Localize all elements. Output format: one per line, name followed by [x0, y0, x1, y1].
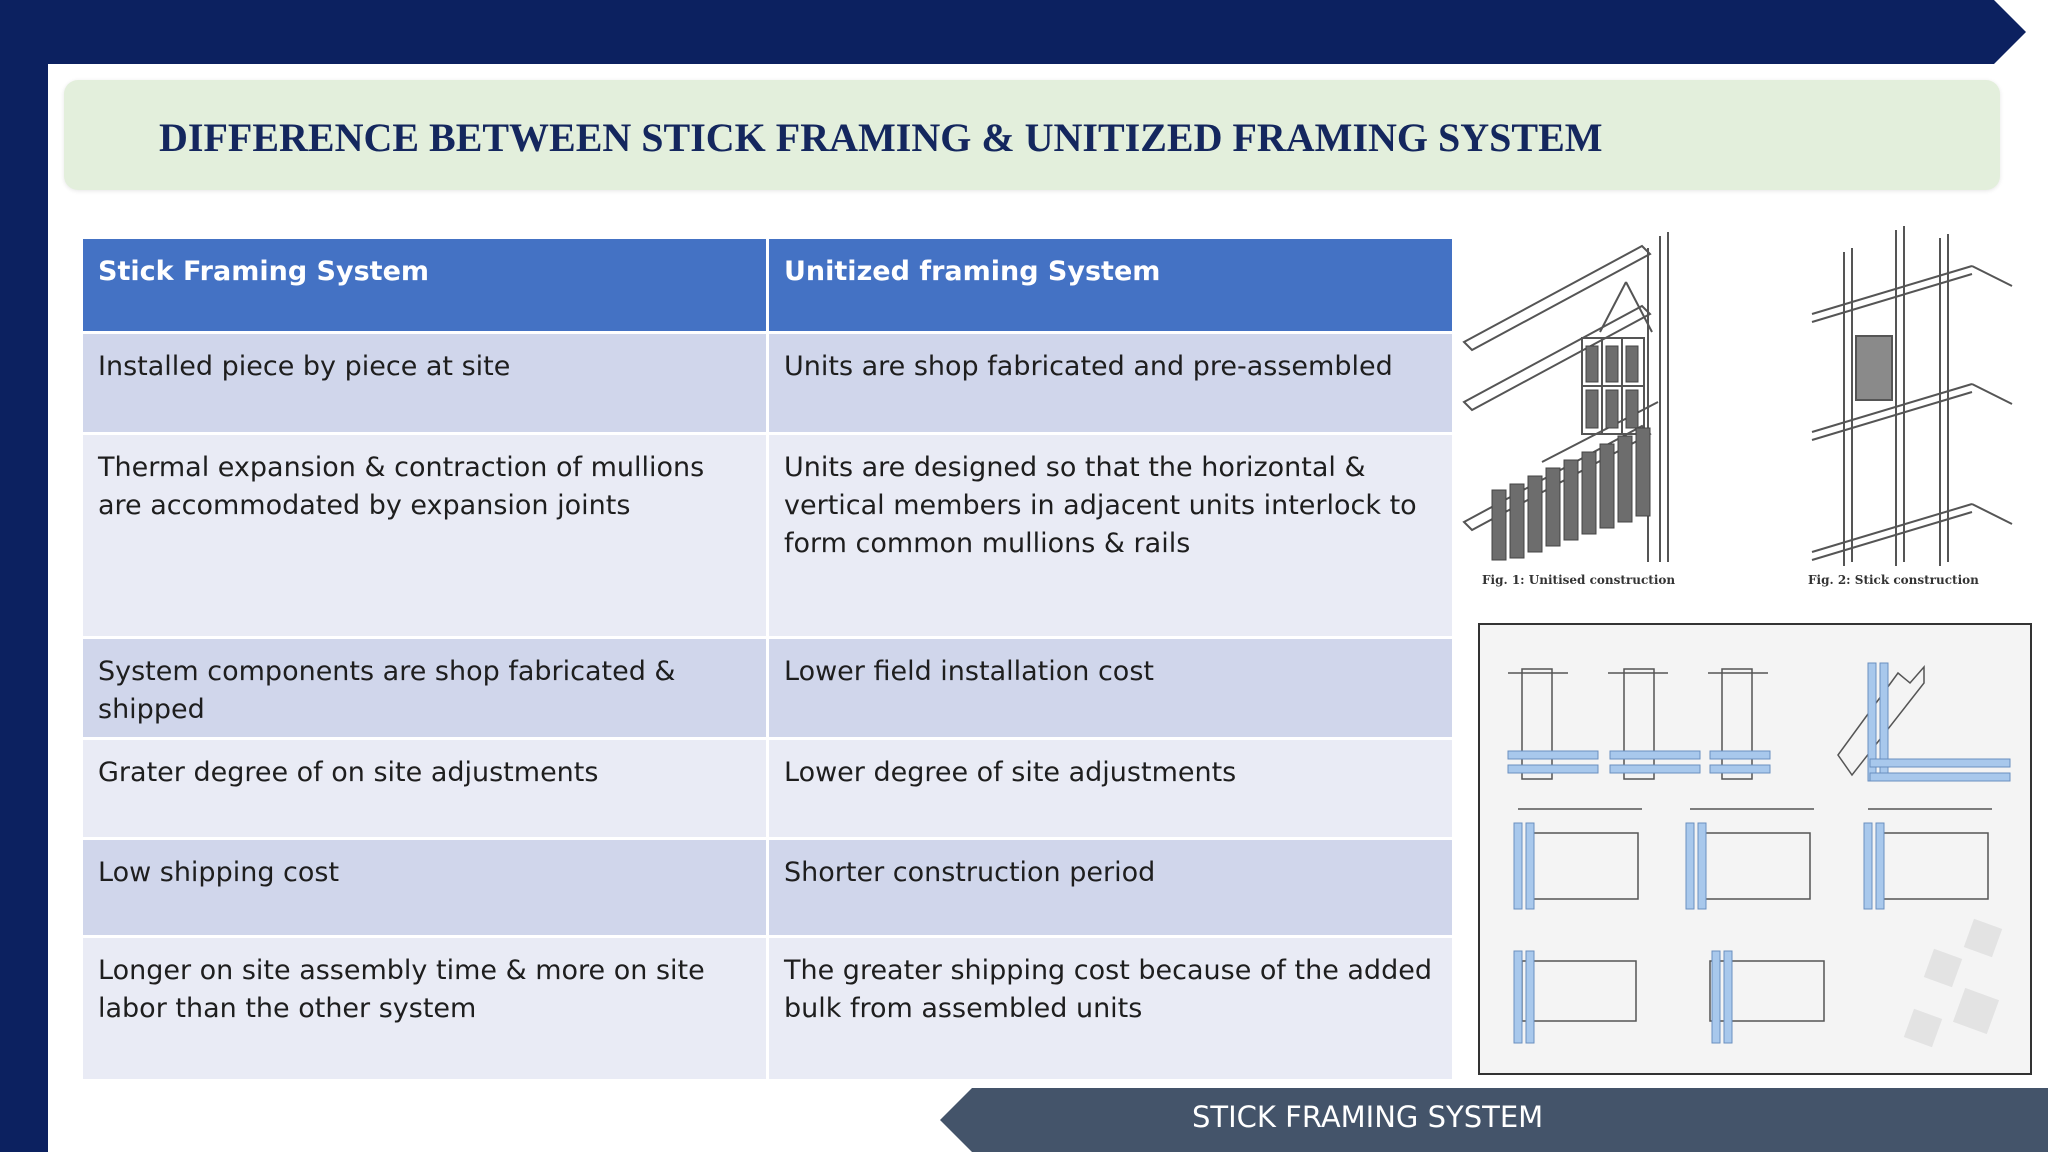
table-row: Longer on site assembly time & more on s…	[83, 938, 1452, 1079]
table-cell: Thermal expansion & contraction of mulli…	[83, 435, 766, 636]
header-stick: Stick Framing System	[83, 239, 766, 331]
table-cell: Units are designed so that the horizonta…	[769, 435, 1452, 636]
table-cell: Installed piece by piece at site	[83, 334, 766, 432]
table-cell: Lower field installation cost	[769, 639, 1452, 737]
mullion-section-details	[1478, 623, 2032, 1075]
left-banner	[0, 0, 48, 1152]
table-row: Thermal expansion & contraction of mulli…	[83, 435, 1452, 636]
table-row: Low shipping cost Shorter construction p…	[83, 840, 1452, 935]
construction-diagram: Fig. 1: Unitised construction Fig. 2: St…	[1462, 226, 2013, 587]
slide-title: DIFFERENCE BETWEEN STICK FRAMING & UNITI…	[159, 115, 1603, 160]
table-header-row: Stick Framing System Unitized framing Sy…	[83, 239, 1452, 331]
table-cell: The greater shipping cost because of the…	[769, 938, 1452, 1079]
title-box: DIFFERENCE BETWEEN STICK FRAMING & UNITI…	[64, 80, 2000, 190]
table-row: Installed piece by piece at site Units a…	[83, 334, 1452, 432]
stick-construction-sketch	[1811, 226, 2013, 566]
table-row: System components are shop fabricated & …	[83, 639, 1452, 737]
table-cell: Units are shop fabricated and pre-assemb…	[769, 334, 1452, 432]
footer-label: STICK FRAMING SYSTEM	[1192, 1100, 1544, 1134]
top-banner	[0, 0, 2026, 64]
table-cell: Low shipping cost	[83, 840, 766, 935]
table-cell: System components are shop fabricated & …	[83, 639, 766, 737]
fig2-caption: Fig. 2: Stick construction	[1808, 573, 1979, 587]
comparison-table: Stick Framing System Unitized framing Sy…	[80, 236, 1455, 1082]
fig1-caption: Fig. 1: Unitised construction	[1482, 573, 1675, 587]
footer-banner	[940, 1088, 2048, 1152]
table-cell: Longer on site assembly time & more on s…	[83, 938, 766, 1079]
table-row: Grater degree of on site adjustments Low…	[83, 740, 1452, 837]
table-cell: Grater degree of on site adjustments	[83, 740, 766, 837]
table-cell: Shorter construction period	[769, 840, 1452, 935]
header-unitized: Unitized framing System	[769, 239, 1452, 331]
table-cell: Lower degree of site adjustments	[769, 740, 1452, 837]
